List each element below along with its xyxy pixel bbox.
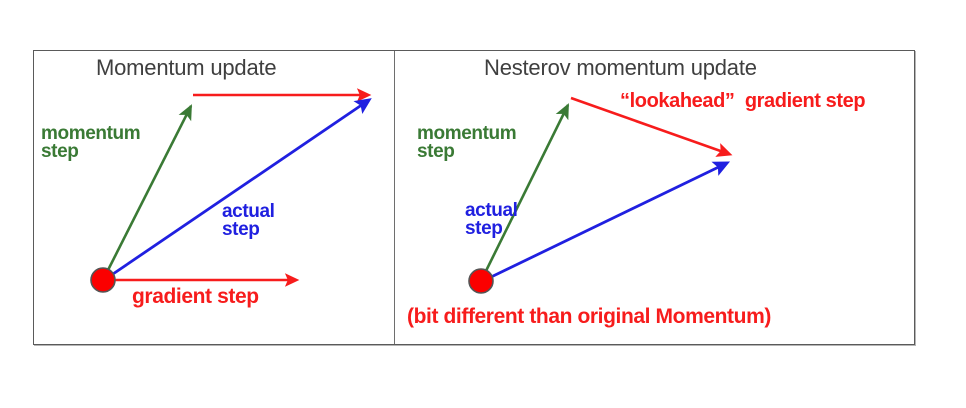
label-nesterov-note: (bit different than original Momentum) <box>407 305 771 328</box>
label-gradient-step: gradient step <box>132 285 259 308</box>
label-actual-step: actual step <box>465 200 518 239</box>
label-momentum-step: momentum step <box>417 123 517 162</box>
panel-divider <box>394 51 395 344</box>
label-lookahead-gradient-step: “lookahead” gradient step <box>620 90 866 112</box>
panel-title-nesterov: Nesterov momentum update <box>484 55 757 80</box>
panel-title-momentum: Momentum update <box>96 55 277 80</box>
label-momentum-step: momentum step <box>41 123 141 162</box>
label-actual-step: actual step <box>222 201 275 240</box>
